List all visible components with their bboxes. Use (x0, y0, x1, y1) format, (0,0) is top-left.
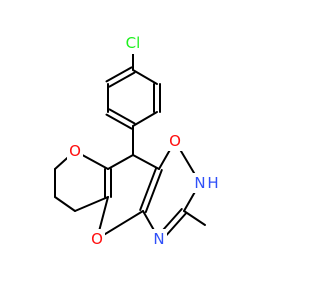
amide-nitrogen-label: N (194, 174, 205, 192)
single-bond (132, 69, 158, 85)
molecule-structure-diagram: Cl O O O N H N (54, 32, 222, 249)
ketone-oxygen-label: O (69, 142, 81, 160)
double-bond-line (139, 166, 158, 211)
single-bond (74, 196, 109, 212)
amide-hydrogen-label: H (207, 174, 218, 192)
double-bond-line (105, 66, 133, 83)
single-bond (183, 210, 206, 226)
chromene-oxygen-atom: O (89, 229, 105, 249)
ring-nitrogen-atom: N (151, 229, 167, 249)
single-bond (107, 154, 134, 170)
single-bond (132, 111, 158, 127)
single-bond (54, 196, 76, 212)
double-bond-line (105, 113, 133, 130)
double-bond-line (144, 169, 163, 214)
ring-nitrogen-label: N (153, 230, 164, 248)
amide-nitrogen-atom: N H (192, 173, 222, 193)
chlorine-atom: Cl (120, 32, 146, 54)
chlorine-label: Cl (126, 34, 141, 52)
chromene-oxygen-label: O (91, 230, 103, 248)
single-bond (132, 154, 160, 170)
double-bond-line (108, 108, 136, 125)
amide-oxygen-atom: O (167, 131, 183, 151)
amide-oxygen-label: O (169, 132, 181, 150)
atom-label-layer: Cl O O O N H N (67, 32, 222, 249)
ketone-oxygen-atom: O (67, 141, 83, 161)
double-bond-line (108, 71, 136, 88)
